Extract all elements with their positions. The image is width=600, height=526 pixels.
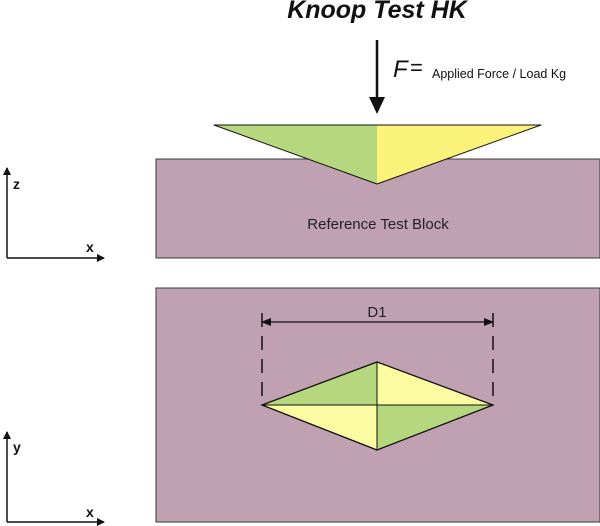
force-arrow-head bbox=[369, 97, 385, 114]
indenter-outline bbox=[213, 124, 542, 185]
force-description: Applied Force / Load Kg bbox=[432, 67, 566, 81]
d1-label: D1 bbox=[367, 304, 386, 321]
force-equals: = bbox=[410, 55, 423, 80]
top-y-axis-label: y bbox=[13, 439, 21, 455]
reference-test-block-label: Reference Test Block bbox=[307, 216, 449, 233]
force-symbol: F bbox=[393, 56, 409, 83]
side-z-axis-label: z bbox=[13, 176, 20, 192]
diagram-title: Knoop Test HK bbox=[287, 0, 469, 24]
top-x-axis-label: x bbox=[86, 504, 94, 520]
side-x-axis-label: x bbox=[86, 239, 94, 255]
